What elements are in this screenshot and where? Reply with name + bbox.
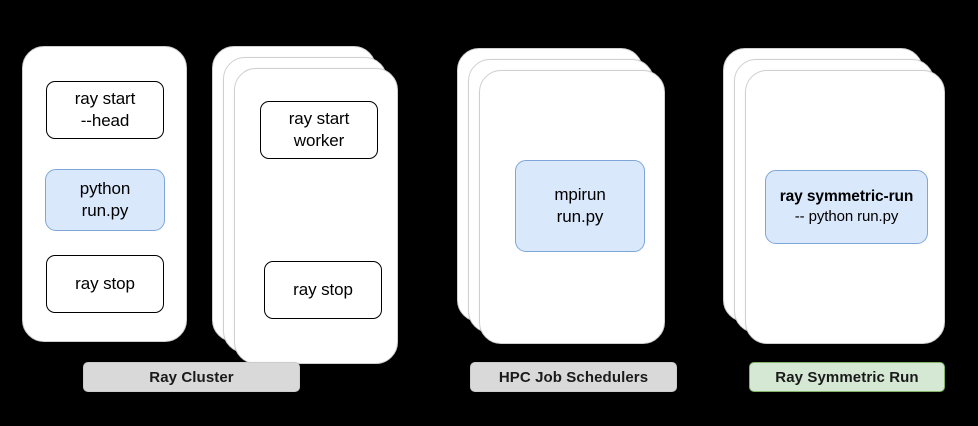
command-line-1: ray start [288, 109, 350, 129]
command-box-ray-symmetric-run[interactable]: ray symmetric-run -- python run.py [765, 170, 928, 244]
command-line-2: --head [80, 111, 130, 130]
command-box-mpirun-run[interactable]: mpirun run.py [515, 160, 645, 252]
command-line-2: run.py [81, 201, 129, 220]
group-label-ray-cluster: Ray Cluster [83, 362, 300, 392]
group-label-text: Ray Symmetric Run [775, 368, 919, 386]
group-label-text: HPC Job Schedulers [498, 368, 649, 386]
command-box-ray-stop-head[interactable]: ray stop [46, 255, 164, 313]
command-line-1: mpirun [554, 185, 606, 205]
command-box-ray-start-head[interactable]: ray start --head [46, 81, 164, 139]
group-label-text: Ray Cluster [149, 368, 234, 386]
command-box-ray-start-worker[interactable]: ray start worker [260, 101, 378, 159]
group-label-ray-symmetric-run: Ray Symmetric Run [749, 362, 945, 392]
command-line-1: ray stop [293, 280, 353, 300]
command-line-1: ray symmetric-run [779, 187, 914, 205]
group-label-hpc-job-schedulers: HPC Job Schedulers [470, 362, 677, 392]
command-line-2: -- python run.py [794, 208, 899, 226]
command-line-1: ray stop [75, 274, 135, 294]
command-box-python-run[interactable]: python run.py [45, 169, 165, 231]
command-line-2: run.py [556, 207, 604, 226]
command-line-1: ray start [74, 89, 136, 109]
command-box-ray-stop-worker[interactable]: ray stop [264, 261, 382, 319]
command-line-2: worker [293, 131, 345, 150]
command-line-1: python [79, 179, 131, 199]
